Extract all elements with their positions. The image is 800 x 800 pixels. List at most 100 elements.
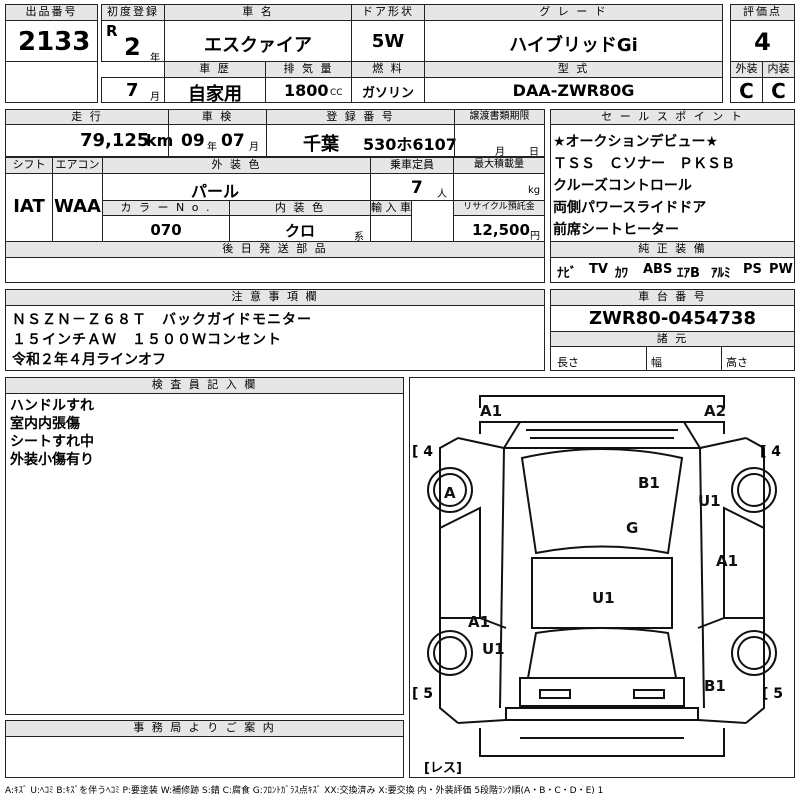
width-label: 幅 (651, 356, 662, 369)
equip-tv: TV (589, 262, 608, 277)
later-parts-header: 後 日 発 送 部 品 (5, 241, 545, 258)
exterior-score: C (739, 79, 754, 103)
car-diagram: [ 4 [ 4 [ 5 [ 5 [レス] A1 A2 A B1 U1 G A1 … (409, 377, 795, 778)
office-info-header: 事 務 局 よ り ご 案 内 (5, 720, 404, 737)
people-unit: 人 (437, 189, 447, 200)
inspection-year: 09 (181, 131, 205, 151)
mark-a1-left-rear: A1 (468, 613, 490, 631)
int-color-value: クロ (284, 222, 315, 240)
max-load-cell: kg (453, 173, 545, 201)
inspection-month-unit: 月 (249, 142, 259, 153)
height-cell: 高さ (721, 346, 795, 371)
mark-b1-hood: B1 (638, 474, 660, 492)
cc-unit: CC (330, 88, 343, 98)
aircon-header: エアコン (52, 157, 103, 174)
plate-region: 千葉 (303, 134, 339, 155)
recycle-cell: 12,500 円 (453, 215, 545, 242)
mark-a-left-front: A (444, 484, 456, 502)
deadline-month-unit: 月 (495, 147, 505, 158)
tire-rear-right-label: [ 5 (762, 686, 783, 702)
inspector-note: 室内内張傷 (10, 416, 80, 432)
ext-color-value: パール (191, 182, 240, 201)
score-cell: 4 (730, 20, 795, 62)
first-reg-month: 7 (126, 80, 139, 101)
km-unit: km (146, 131, 174, 150)
capacity-cell: 7 人 (370, 173, 454, 201)
lot-no-value: 2133 (18, 27, 91, 57)
displacement-value: 1800 (284, 81, 329, 100)
mark-b1-right-rear: B1 (704, 677, 726, 695)
ext-color-cell: パール (102, 173, 371, 201)
inspection-year-unit: 年 (207, 142, 217, 153)
fuel-cell: ガソリン (351, 77, 425, 103)
aircon-value: WAA (54, 196, 101, 217)
first-reg-year-cell: R 2 年 (101, 20, 165, 64)
equipment-header: 純 正 装 備 (550, 241, 795, 258)
car-name-header: 車 名 (164, 4, 352, 21)
chassis-value: ZWR80-0454738 (589, 308, 756, 329)
mark-a1-front-left: A1 (480, 402, 502, 420)
sales-points-box: ★オークションデビュー★ ＴＳＳ Ｃソナー ＰＫＳＢ クルーズコントロール 両側… (550, 124, 795, 242)
interior-header: 内装 (762, 61, 795, 78)
lot-no-cell: 2133 (5, 20, 98, 62)
import-blank (411, 200, 454, 242)
sales-point-line: 前席シートヒーター (553, 222, 679, 238)
displacement-cell: 1800 CC (265, 77, 352, 103)
equipment-cell: ﾅﾋﾞ TV ｶﾜ ABS ｴｱB ｱﾙﾐ PS PW (550, 257, 795, 283)
later-parts-cell (5, 257, 545, 283)
car-name-cell: エスクァイア (164, 20, 352, 62)
ext-color-header: 外 装 色 (102, 157, 371, 174)
plate-header: 登 録 番 号 (266, 109, 455, 125)
history-cell: 自家用 (164, 77, 266, 105)
inspector-box: ハンドルすれ 室内内張傷 シートすれ中 外装小傷有り (5, 393, 404, 715)
sales-points-header: セ ー ル ス ポ イ ン ト (550, 109, 795, 125)
width-cell: 幅 (646, 346, 722, 371)
mark-a1-right-door: A1 (716, 552, 738, 570)
shift-value: IAT (13, 196, 45, 217)
mileage-header: 走 行 (5, 109, 169, 125)
inspector-note: ハンドルすれ (10, 398, 94, 414)
fuel-header: 燃 料 (351, 61, 425, 78)
yen-unit: 円 (530, 231, 540, 242)
dimensions-header: 諸 元 (550, 331, 795, 347)
note-line: ＮＳＺＮ－Ｚ６８Ｔ バックガイドモニター (12, 312, 312, 328)
equip-alloy: ｱﾙﾐ (711, 266, 731, 281)
first-reg-header: 初度登録 (101, 4, 165, 21)
length-label: 長さ (557, 356, 579, 369)
grade-cell: ハイブリッドGi (424, 20, 723, 62)
car-name-value: エスクァイア (204, 35, 312, 56)
plate-number: 530ホ6107 (363, 135, 457, 154)
interior-score-cell: C (762, 77, 795, 103)
equip-leather: ｶﾜ (615, 266, 628, 281)
color-no-value: 070 (150, 221, 182, 239)
sales-point-line: ★オークションデビュー★ (553, 134, 719, 150)
inspector-note: シートすれ中 (10, 434, 94, 450)
door-type-header: ドア形状 (351, 4, 425, 21)
door-type-value: 5W (371, 31, 405, 52)
model-type-cell: DAA-ZWR80G (424, 77, 723, 103)
int-color-cell: クロ 系 (229, 215, 371, 243)
tire-rear-left-label: [ 5 (412, 686, 433, 702)
kg-unit: kg (528, 185, 541, 196)
exterior-score-cell: C (730, 77, 763, 103)
max-load-header: 最大積載量 (453, 157, 545, 174)
history-header: 車 歴 (164, 61, 266, 78)
capacity-value: 7 (411, 178, 423, 198)
legend-text: A:ｷｽﾞ U:ﾍｺﾐ B:ｷｽﾞを伴うﾍｺﾐ P:要塗装 W:補修跡 S:錆 … (5, 786, 604, 796)
score-header: 評価点 (730, 4, 795, 21)
transfer-deadline-cell: 月 日 (454, 124, 545, 158)
year-unit: 年 (150, 53, 160, 64)
sales-point-line: ＴＳＳ Ｃソナー ＰＫＳＢ (553, 156, 735, 172)
notes-header: 注 意 事 項 欄 (5, 289, 545, 306)
displacement-header: 排 気 量 (265, 61, 352, 78)
history-value: 自家用 (188, 84, 242, 105)
chassis-cell: ZWR80-0454738 (550, 305, 795, 332)
first-reg-month-cell: 7 月 (101, 77, 165, 103)
grade-header: グ レ ー ド (424, 4, 723, 21)
lot-no-blank (5, 61, 98, 103)
length-cell: 長さ (550, 346, 647, 371)
model-type-value: DAA-ZWR80G (512, 81, 635, 100)
mileage-value: 79,125 (80, 130, 150, 151)
plate-cell: 千葉 530ホ6107 (266, 124, 457, 157)
inspector-note: 外装小傷有り (10, 452, 94, 468)
